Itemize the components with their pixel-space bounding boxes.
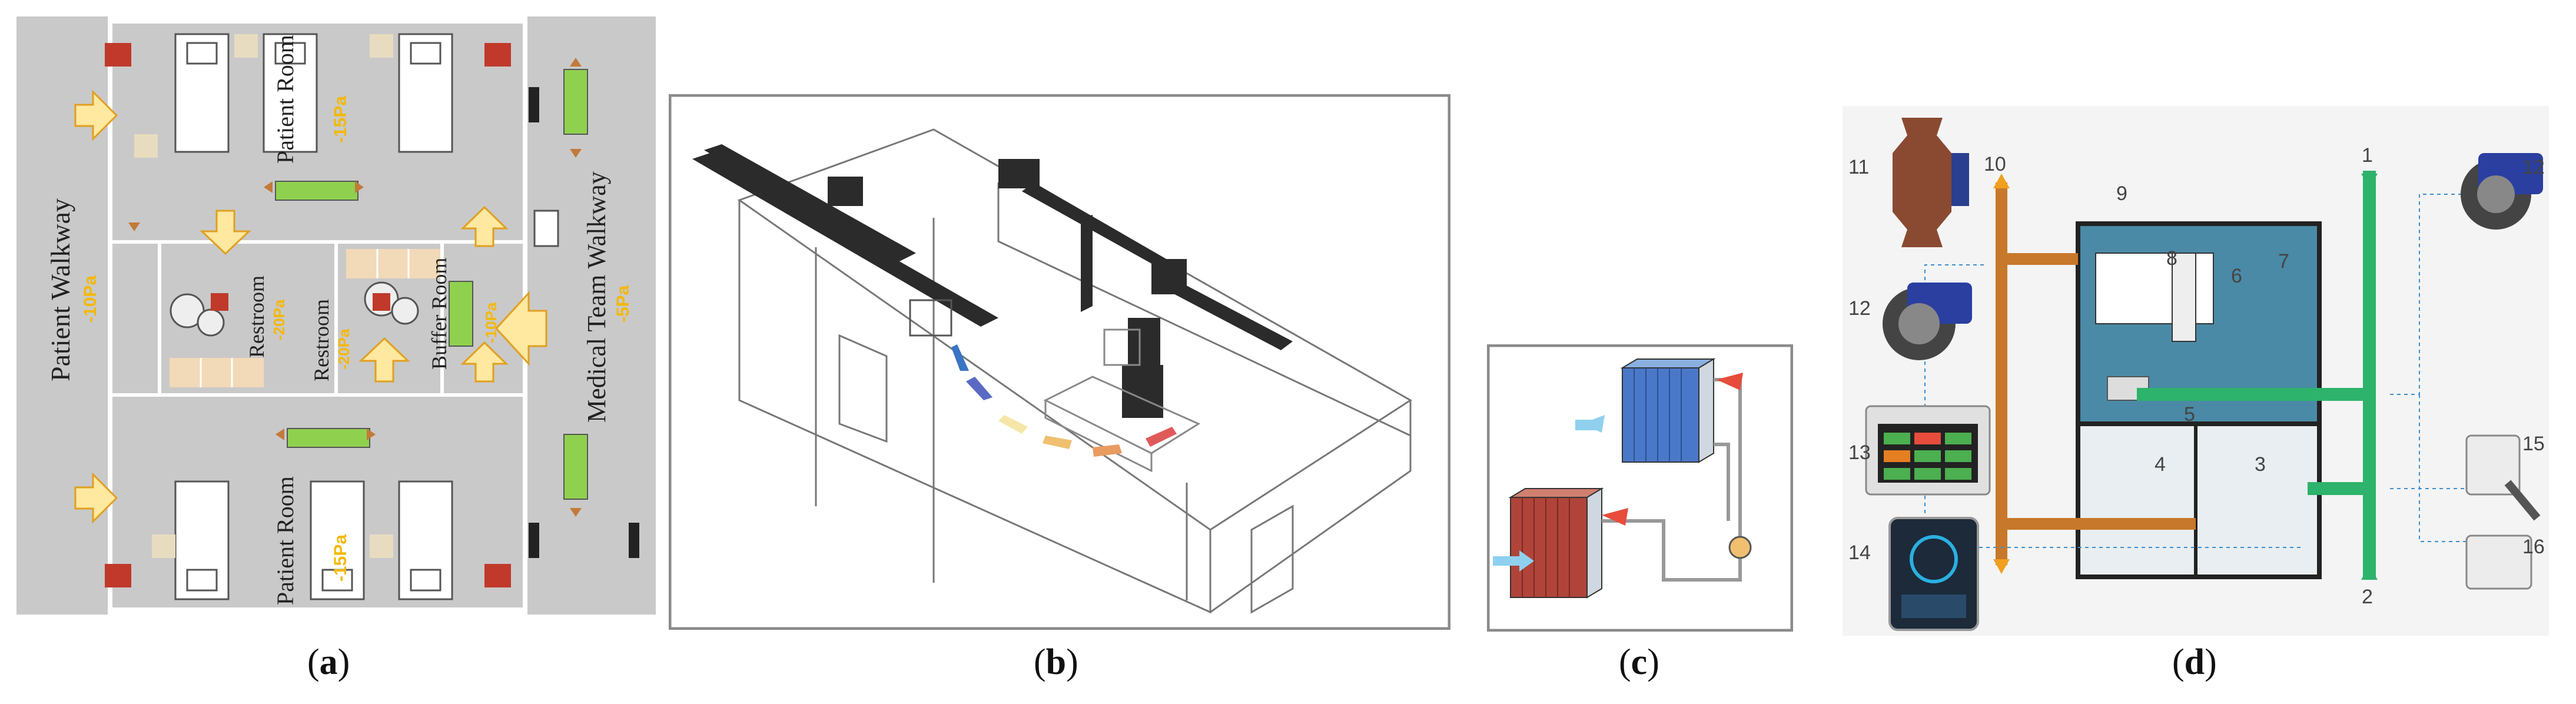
num-11: 11 xyxy=(1848,156,1869,178)
num-12-left: 12 xyxy=(1848,297,1871,320)
heating-coil-icon xyxy=(1508,487,1604,599)
control-panel-icon xyxy=(1865,405,1991,496)
caption-a: (a) xyxy=(307,642,350,682)
label-medical-team-walkway-pressure: -5Pa xyxy=(613,285,633,323)
num-15: 15 xyxy=(2522,433,2545,455)
label-patient-walkway: Patient Walkway xyxy=(45,198,75,381)
panel-c-heat-recovery xyxy=(1486,344,1794,632)
pump-icon xyxy=(1728,536,1752,559)
sensor-probe-icon xyxy=(2465,434,2541,521)
label-restroom-2-pressure: -20Pa xyxy=(335,328,353,370)
label-restroom-1-pressure: -20Pa xyxy=(270,299,288,340)
label-patient-room-top-pressure: -15Pa xyxy=(331,96,350,143)
label-buffer-room-pressure: -10Pa xyxy=(482,302,500,343)
num-5: 5 xyxy=(2184,403,2195,426)
num-6: 6 xyxy=(2231,265,2242,287)
caption-b: (b) xyxy=(1034,642,1078,682)
num-16: 16 xyxy=(2522,536,2545,558)
beds-top xyxy=(134,33,453,158)
num-2: 2 xyxy=(2362,586,2373,608)
floor-plan-svg: Patient Walkway -10Pa Patient Room -15Pa… xyxy=(16,16,656,615)
damper-actuator-left-icon xyxy=(1883,283,1972,360)
label-patient-walkway-pressure: -10Pa xyxy=(81,275,100,323)
label-patient-room-bottom: Patient Room xyxy=(272,476,298,605)
panel-d-control-system: 1 2 3 4 5 6 7 8 9 10 11 12 12 13 14 15 1… xyxy=(1843,106,2549,636)
num-12-right: 12 xyxy=(2522,156,2545,178)
caption-c: (c) xyxy=(1619,642,1659,682)
label-patient-room-top: Patient Room xyxy=(272,35,298,164)
num-4: 4 xyxy=(2155,453,2166,476)
panel-a-floor-plan: Patient Walkway -10Pa Patient Room -15Pa… xyxy=(16,16,656,615)
beds-bottom xyxy=(152,480,453,600)
room-3d-svg xyxy=(668,94,1451,630)
num-9: 9 xyxy=(2116,182,2127,205)
caption-d: (d) xyxy=(2172,642,2217,682)
num-3: 3 xyxy=(2255,453,2266,476)
num-7: 7 xyxy=(2278,250,2289,273)
panel-b-3d-room xyxy=(668,94,1451,630)
junction-box-icon xyxy=(2465,534,2532,590)
cooling-coil-icon xyxy=(1620,358,1716,463)
label-restroom-1: Restroom xyxy=(245,275,268,358)
label-buffer-room: Buffer Room xyxy=(427,258,451,370)
label-medical-team-walkway: Medical Team Walkway xyxy=(582,171,611,423)
num-8: 8 xyxy=(2166,247,2177,270)
control-system-svg: 1 2 3 4 5 6 7 8 9 10 11 12 12 13 14 15 1… xyxy=(1843,106,2549,636)
num-13: 13 xyxy=(1848,441,1871,464)
thermostat-panel-icon xyxy=(1888,517,1979,631)
num-1: 1 xyxy=(2362,144,2373,167)
label-restroom-2: Restroom xyxy=(310,299,333,381)
num-14: 14 xyxy=(1848,542,1871,564)
num-10: 10 xyxy=(1984,153,2006,175)
valve-device-icon xyxy=(1893,118,1969,247)
label-patient-room-bottom-pressure: -15Pa xyxy=(331,534,350,582)
coils-svg xyxy=(1486,344,1794,632)
damper-actuator-right-icon xyxy=(2461,153,2543,230)
